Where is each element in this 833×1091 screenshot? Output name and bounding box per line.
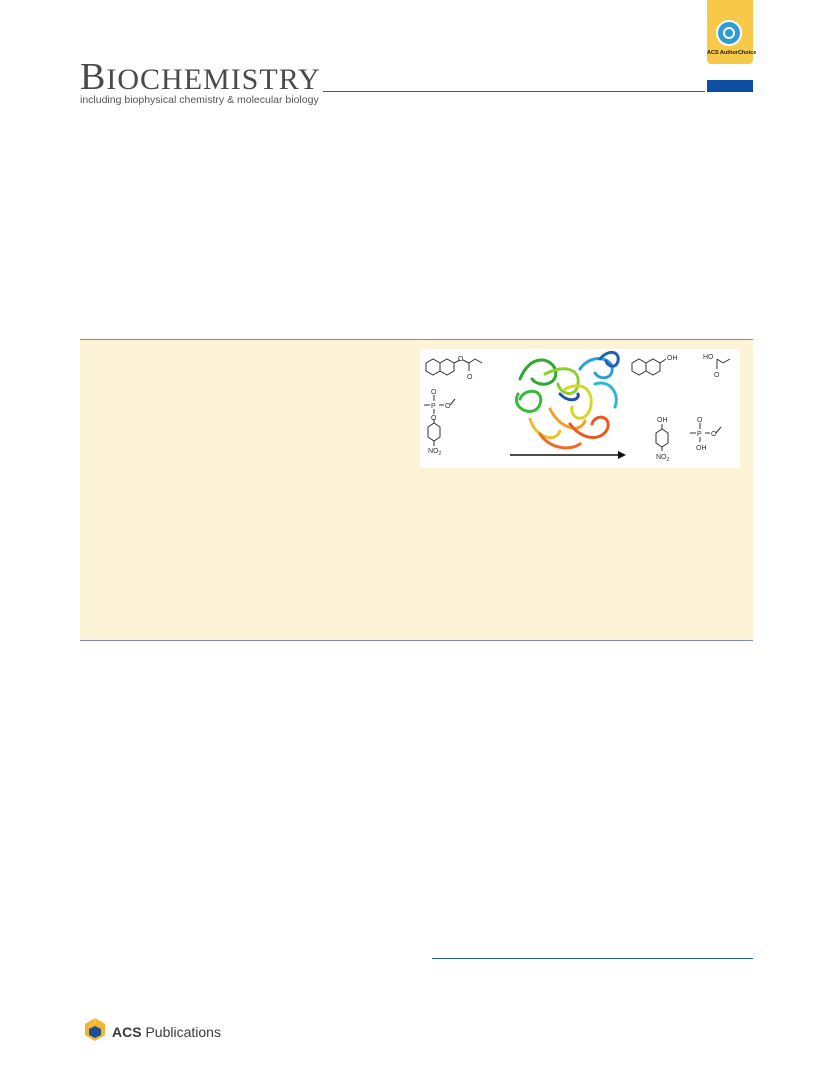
phosphonate-molecule: [424, 395, 456, 446]
ethoxy-oxygen-label: O: [445, 403, 451, 410]
journal-title: BIOCHEMISTRY: [80, 58, 321, 96]
naphthol-molecule: [631, 358, 667, 376]
acs-logo: [82, 1016, 108, 1042]
acs-hexagon-icon: [85, 1018, 105, 1041]
naphthyl-ester-molecule: [425, 358, 483, 376]
reaction-scheme: O O O P O O NO2: [424, 351, 731, 463]
footnote-rule: [432, 958, 753, 959]
acid-oxygen-label: O: [714, 372, 720, 379]
nitro-label-right: NO2: [656, 454, 670, 463]
protein-structure-image: [514, 351, 620, 450]
acs-publications-wordmark: ACS Publications: [112, 1024, 221, 1040]
phosphonyl-oxygen-label: O: [697, 417, 703, 424]
reaction-arrow: [510, 451, 626, 459]
acid-ho-label: HO: [703, 354, 714, 361]
nitrophenol-molecule: [655, 424, 669, 451]
carbonyl-oxygen-label: O: [467, 374, 473, 381]
naphthol-oh-label: OH: [667, 355, 678, 362]
phosphorus-label-product: P: [697, 431, 702, 438]
acs-wordmark-suffix: Publications: [141, 1024, 221, 1040]
nitro-label-left: NO2: [428, 448, 442, 457]
acs-wordmark-prefix: ACS: [112, 1024, 142, 1040]
journal-title-initial: B: [80, 56, 107, 98]
authorchoice-icon: [716, 20, 742, 46]
aryl-oxygen-label: O: [431, 415, 437, 422]
phosphonic-acid-molecule: [690, 423, 722, 442]
badge-label: ACS AuthorChoice: [707, 50, 757, 56]
header-bar: [707, 80, 753, 92]
phenol-oh-label: OH: [657, 417, 668, 424]
phosphonic-oh-label: OH: [696, 445, 707, 452]
ester-oxygen-label: O: [458, 356, 464, 363]
phosphorus-label: P: [431, 403, 436, 410]
header-rule: [323, 91, 705, 92]
journal-title-rest: IOCHEMISTRY: [106, 63, 321, 96]
phosphoryl-oxygen-label: O: [431, 389, 437, 396]
propionic-acid-molecule: [716, 358, 731, 369]
journal-subtitle: including biophysical chemistry & molecu…: [80, 94, 319, 106]
ethoxy-oxygen-label-product: O: [711, 431, 717, 438]
toc-graphic: O O O P O O NO2: [420, 349, 740, 468]
